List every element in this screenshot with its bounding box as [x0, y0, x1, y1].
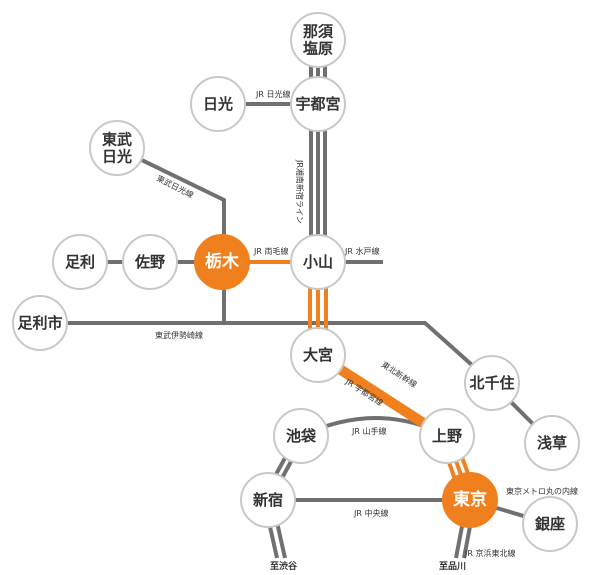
station-name: 浅草 [537, 434, 567, 452]
station-omiya[interactable]: 大宮 [290, 327, 346, 383]
station-circle[interactable] [52, 234, 108, 290]
station-sano[interactable]: 佐野 [122, 234, 178, 290]
label-tobu-isesaki: 東武伊勢崎線 [155, 330, 203, 340]
station-circle[interactable] [290, 12, 346, 68]
station-ikebukuro[interactable]: 池袋 [273, 408, 329, 464]
station-name: 足利 [65, 253, 95, 271]
dest-to-shinagawa: 至品川 [439, 561, 466, 572]
station-circle[interactable] [290, 76, 346, 132]
label-jr-keihin-tohoku: JR 京浜東北線 [464, 548, 515, 558]
label-jr-mito: JR 水戸線 [344, 246, 379, 256]
station-circle[interactable] [442, 472, 498, 528]
station-circle[interactable] [524, 415, 580, 471]
station-circle[interactable] [273, 408, 329, 464]
station-nikko[interactable]: 日光 [190, 76, 246, 132]
station-ashikaga[interactable]: 足利 [52, 234, 108, 290]
station-circle[interactable] [12, 295, 68, 351]
station-name: 新宿 [253, 491, 283, 509]
station-name: 日光 [102, 148, 132, 166]
station-tochigi[interactable]: 栃木 [194, 234, 250, 290]
station-circle[interactable] [89, 120, 145, 176]
station-circle[interactable] [522, 496, 578, 552]
station-circle[interactable] [122, 234, 178, 290]
station-name: 北千住 [469, 374, 514, 392]
station-name: 東武 [102, 131, 132, 149]
label-jr-ryomo: JR 両毛線 [253, 246, 288, 256]
station-ashikagashi[interactable]: 足利市 [12, 295, 68, 351]
station-circle[interactable] [240, 472, 296, 528]
station-name: 宇都宮 [295, 95, 340, 113]
station-circle[interactable] [464, 355, 520, 411]
station-name: 東京 [453, 489, 487, 510]
destination-labels: 至渋谷 至品川 [270, 560, 466, 572]
station-tokyo[interactable]: 東京 [442, 472, 498, 528]
station-name: 池袋 [286, 427, 317, 445]
label-jr-shonan-shinjuku: JR湘南新宿ライン [295, 159, 305, 224]
station-utsunomiya[interactable]: 宇都宮 [290, 76, 346, 132]
station-kitasenju[interactable]: 北千住 [464, 355, 520, 411]
station-name: 小山 [303, 253, 333, 271]
station-name: 銀座 [535, 515, 565, 533]
station-circle[interactable] [194, 234, 250, 290]
station-ueno[interactable]: 上野 [419, 408, 475, 464]
station-name: 日光 [203, 95, 233, 113]
label-jr-nikko: JR 日光線 [255, 89, 290, 99]
station-name: 佐野 [134, 253, 165, 271]
station-circle[interactable] [419, 408, 475, 464]
station-ginza[interactable]: 銀座 [522, 496, 578, 552]
label-tohoku-shinkansen: 東北新幹線 [380, 359, 419, 389]
station-name: 上野 [432, 427, 462, 445]
station-name: 那須 [303, 23, 334, 41]
station-name: 塩原 [303, 40, 333, 58]
station-circle[interactable] [290, 234, 346, 290]
station-asakusa[interactable]: 浅草 [524, 415, 580, 471]
station-shinjuku[interactable]: 新宿 [240, 472, 296, 528]
station-circle[interactable] [290, 327, 346, 383]
dest-to-shibuya: 至渋谷 [270, 560, 298, 572]
station-name: 大宮 [303, 346, 333, 364]
station-oyama[interactable]: 小山 [290, 234, 346, 290]
station-tobunikko[interactable]: 東武日光 [89, 120, 145, 176]
label-jr-yamanote: JR 山手線 [351, 426, 386, 436]
station-name: 足利市 [17, 314, 62, 332]
station-circle[interactable] [190, 76, 246, 132]
station-name: 栃木 [205, 251, 240, 272]
label-metro-marunouchi: 東京メトロ丸の内線 [506, 486, 578, 496]
label-jr-chuo: JR 中央線 [353, 508, 388, 518]
